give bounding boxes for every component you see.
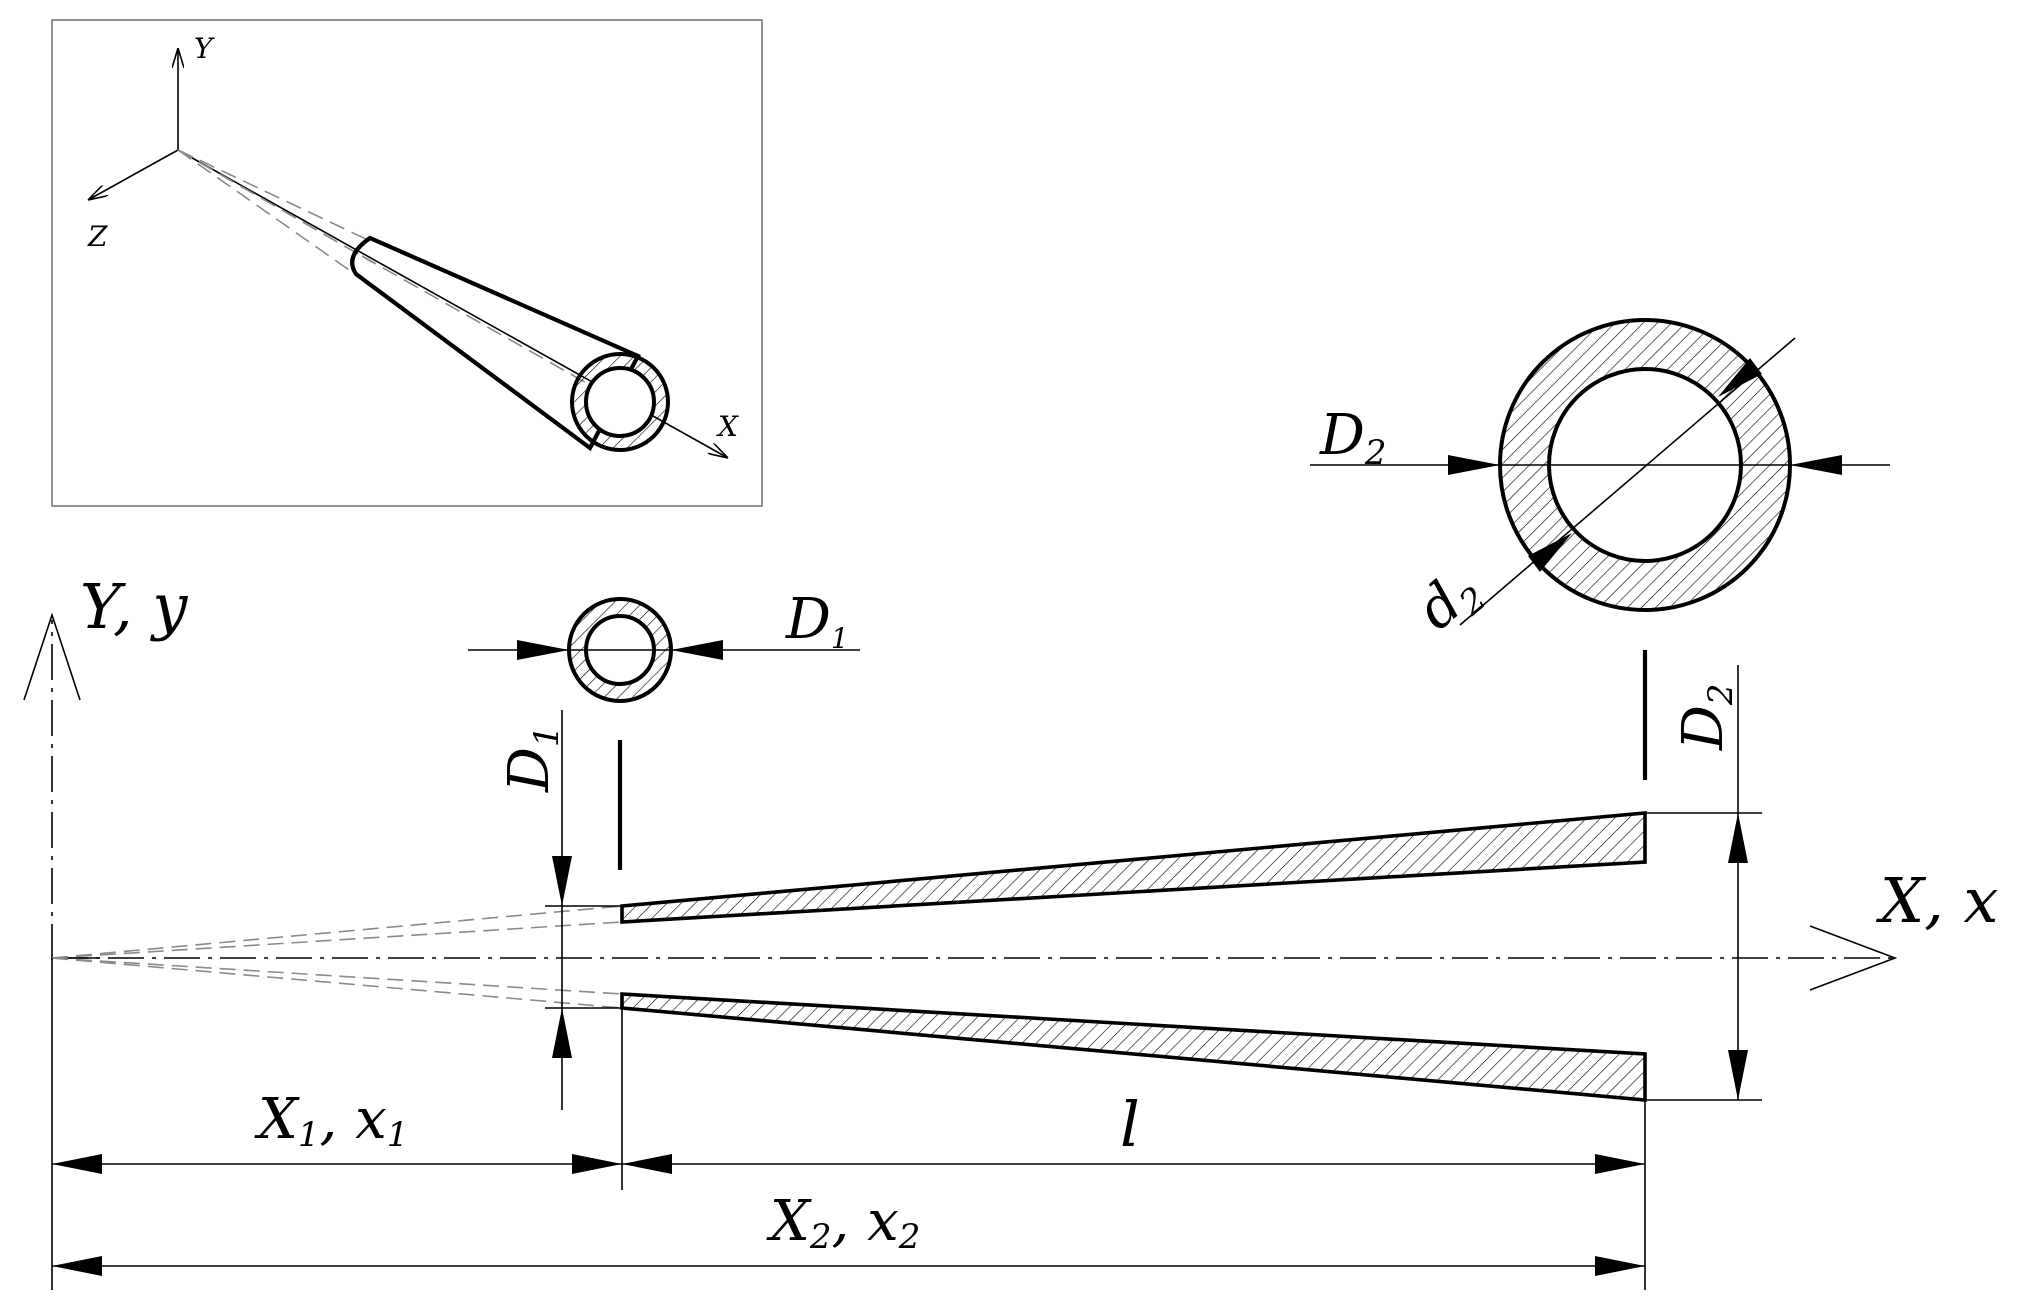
section-d2-inner-arrow-a	[1528, 533, 1572, 572]
dim-x1-label: X1, x1	[254, 1087, 408, 1155]
dim-d1-arrow-bot	[552, 1008, 572, 1058]
dim-l-arrow-right	[1595, 1154, 1645, 1174]
tube-wall-upper	[620, 811, 1647, 924]
dim-d2-vertical: D2	[1645, 665, 1762, 1101]
dim-x1-arrow-right	[572, 1154, 622, 1174]
y-axis-label: Y, y	[80, 570, 188, 643]
section-d2-arrow-right	[1790, 455, 1842, 475]
inset-tube-body	[350, 235, 641, 452]
dim-d2-vertical-label: D2	[1671, 683, 1741, 751]
dim-x2-arrow-right	[1595, 1256, 1645, 1276]
dim-x1-arrow-left	[52, 1154, 102, 1174]
section-d1-arrow-left	[517, 640, 569, 660]
inset-z-label: Z	[87, 220, 108, 253]
section-d2-inner-label: d2	[1405, 556, 1494, 647]
inset-x-label: X	[716, 410, 739, 443]
dim-x2: X2, x2	[52, 1189, 1645, 1276]
cone-guide-bot-2	[51, 957, 623, 1009]
inset-z-axis	[88, 149, 179, 200]
inset-cone-guide-2	[177, 149, 353, 273]
cone-guide-top-1	[51, 905, 623, 959]
tube-wall-lower	[620, 992, 1647, 1102]
dim-d1-arrow-top	[552, 856, 572, 906]
section-d2-inner-arrow-b	[1718, 358, 1762, 397]
inset-3d-view: Y Z X	[51, 19, 763, 507]
dim-x2-arrow-left	[52, 1256, 102, 1276]
dim-l: l	[622, 1088, 1645, 1174]
dim-l-arrow-left	[622, 1154, 672, 1174]
dim-d1-vertical: D1	[497, 710, 622, 1110]
inset-frame	[51, 19, 763, 507]
section-d1-arrow-right	[671, 640, 723, 660]
dim-d2-arrow-top	[1728, 813, 1748, 863]
inset-y-label: Y	[194, 32, 215, 65]
inset-cone-guide-3	[177, 149, 373, 263]
cone-guide-bot-1	[51, 957, 623, 995]
cone-guide-top-2	[51, 921, 623, 959]
x-axis-arrow	[1809, 925, 1898, 991]
section-d2-label: D2	[1319, 403, 1387, 473]
section-d2: D2 d2	[1310, 318, 1890, 647]
dim-d2-arrow-bot	[1728, 1050, 1748, 1100]
section-d2-arrow-left	[1448, 455, 1500, 475]
section-d1-label: D1	[785, 587, 849, 655]
x-axis-label: X, x	[1876, 864, 1999, 937]
inset-tube-end-inner	[584, 366, 656, 438]
section-d1: D1	[468, 587, 860, 703]
main-drawing: Y, y X, x D1	[23, 318, 1999, 1290]
y-axis-arrow	[23, 612, 81, 701]
dim-l-label: l	[1120, 1088, 1140, 1161]
inset-cone-guide-1	[177, 149, 369, 241]
dim-x2-label: X2, x2	[766, 1189, 920, 1257]
dim-d1-vertical-label: D1	[497, 725, 567, 793]
dim-x1: X1, x1	[52, 1087, 622, 1174]
